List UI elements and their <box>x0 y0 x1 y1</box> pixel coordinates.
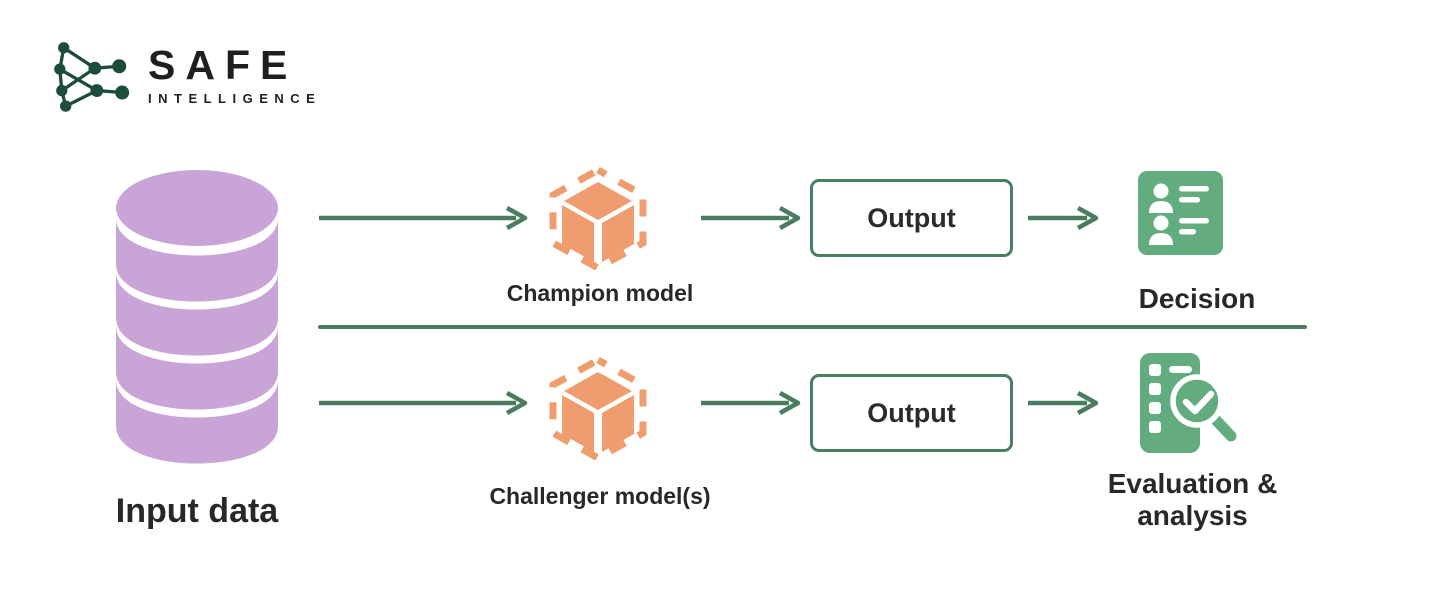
brand-title: SAFE <box>148 41 298 88</box>
divider-line <box>318 325 1307 329</box>
brand-text: SAFE INTELLIGENCE <box>148 41 322 106</box>
input-data-label: Input data <box>115 492 279 530</box>
arrow-icon <box>319 391 528 415</box>
cube-icon <box>549 166 647 270</box>
brand-logo: SAFE INTELLIGENCE <box>48 38 321 112</box>
champion-model-label: Champion model <box>506 280 694 306</box>
arrow-icon <box>1028 391 1099 415</box>
output-label: Output <box>867 202 956 233</box>
evaluation-label-line1: Evaluation & <box>1107 468 1278 499</box>
output-box-bottom: Output <box>810 374 1013 452</box>
evaluation-label-line2: analysis <box>1137 500 1248 532</box>
cube-icon <box>549 356 647 460</box>
challenger-model-label: Challenger model(s) <box>489 483 711 509</box>
database-icon <box>116 170 278 464</box>
output-box-top: Output <box>810 179 1013 257</box>
output-label: Output <box>867 397 956 428</box>
brand-subtitle: INTELLIGENCE <box>148 90 322 106</box>
arrow-icon <box>319 206 528 230</box>
network-graph-icon <box>54 42 130 112</box>
arrow-icon <box>1028 206 1099 230</box>
decision-label: Decision <box>1138 283 1256 314</box>
evaluation-analysis-label: Evaluation & analysis <box>1065 468 1320 532</box>
magnifier-checklist-icon <box>1140 353 1241 453</box>
arrow-icon <box>701 206 801 230</box>
people-list-icon <box>1138 171 1223 255</box>
arrow-icon <box>701 391 801 415</box>
